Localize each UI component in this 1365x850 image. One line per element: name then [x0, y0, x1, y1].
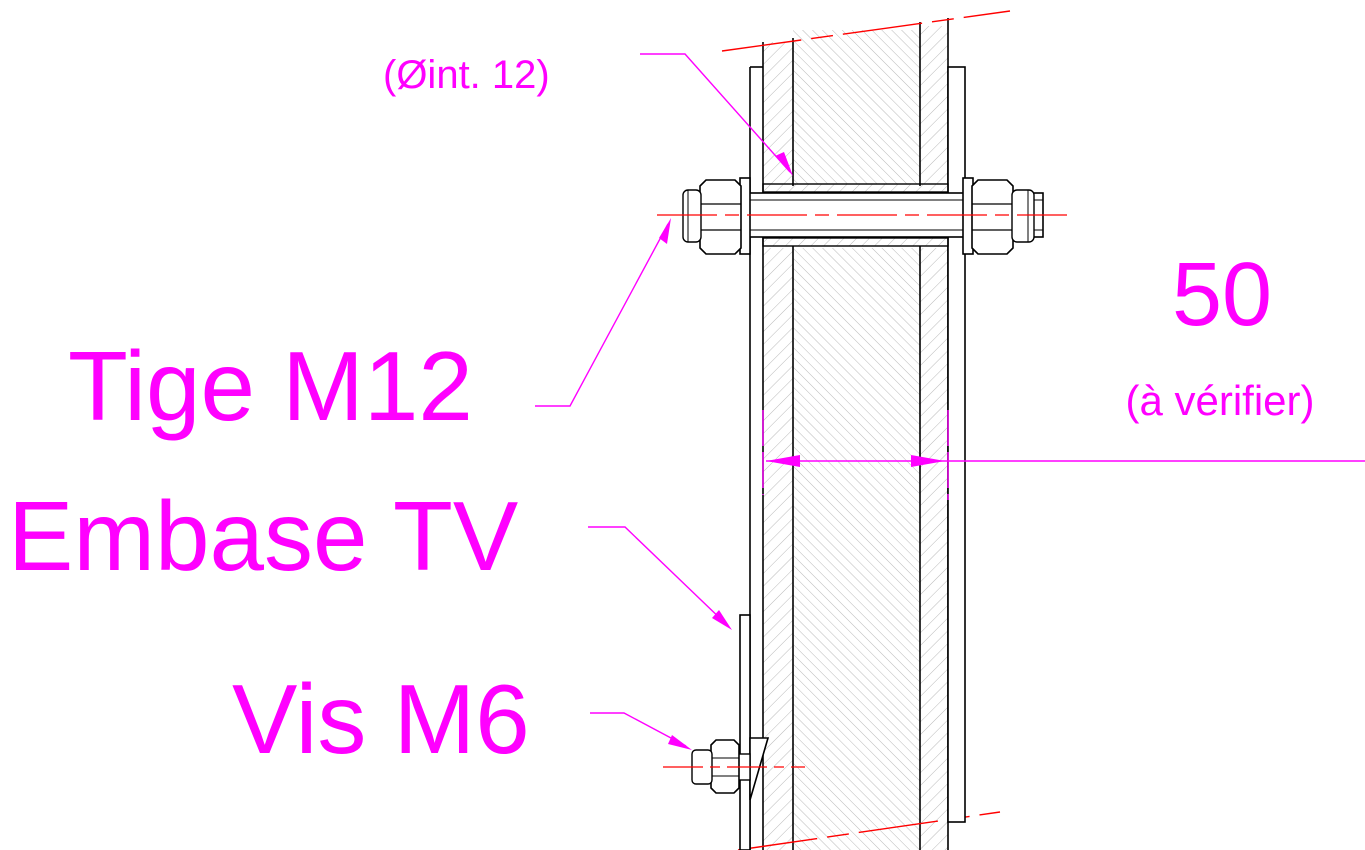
wall-core: [793, 30, 920, 850]
screw-label: Vis M6: [232, 664, 530, 774]
wall-layer-left: [763, 42, 793, 850]
wall-section: [721, 10, 1011, 850]
rod-label: Tige M12: [68, 331, 473, 441]
leader-lines: [535, 53, 791, 747]
threaded-rod-m12: [657, 177, 1067, 255]
wall-layer-right: [920, 26, 948, 850]
screw-m6: [663, 737, 805, 801]
dimension-note: (à vérifier): [1125, 377, 1314, 424]
bore-diameter-label: (Øint. 12): [383, 53, 550, 97]
dimension-50: [762, 410, 1365, 500]
base-label: Embase TV: [8, 481, 518, 591]
dimension-value: 50: [1172, 245, 1272, 345]
